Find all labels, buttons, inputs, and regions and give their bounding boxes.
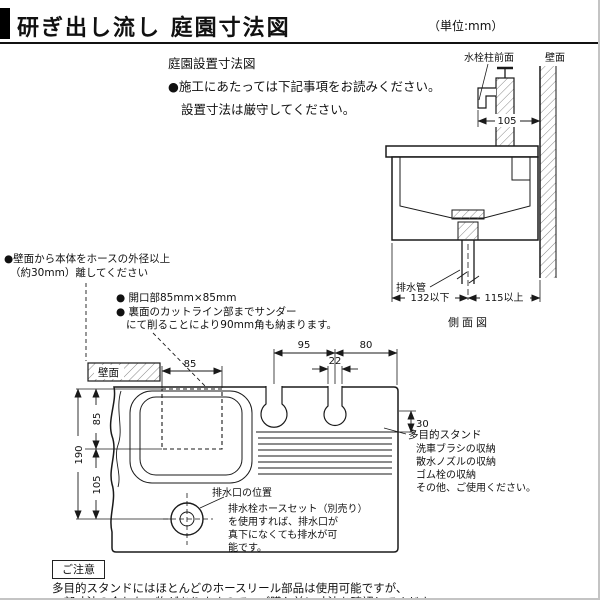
dim-190-value: 190 [74,445,85,464]
drain-pipe-label: 排水管 [396,281,426,294]
dim-22 [312,365,358,384]
dim-22-value: 22 [329,356,342,367]
opening-note-2: ● 裏面のカットライン部までサンダー [116,306,297,318]
side-view: 水栓柱前面 壁面 105 排水管 132以下 115以上 側面図 [385,51,565,329]
wall-section [539,66,557,278]
wall-clearance-note-1: ●壁面から本体をホースの外径以上 [4,253,171,265]
bottom-dims [391,243,541,304]
dim-105-value: 105 [497,116,516,127]
top-view: 壁面 85 95 80 22 30 85 190 105 多目的スタンド 洗車ブ… [71,283,536,554]
stand-slot-small [323,386,347,427]
caution-line-1: 多目的スタンドにはほとんどのホースリール部品は使用可能ですが、 [52,581,408,595]
dim-105-side-value: 105 [92,475,103,494]
wall-bar [87,362,161,382]
drain-position-label: 排水口の位置 [212,486,272,499]
leader-lines [85,283,407,509]
opening-note-3: にて削ることにより90mm角も納まります。 [126,319,338,331]
drain-note-2: を使用すれば、排水口が [228,515,338,528]
side-view-labels: 水栓柱前面 壁面 105 排水管 132以下 115以上 側面図 [396,51,565,329]
faucet-front-label: 水栓柱前面 [464,51,514,64]
title-accent-bar [0,8,10,39]
basin-contours [129,390,253,484]
intro-line-1: ●施工にあたっては下記事項をお読みください。 [168,79,441,94]
drain-pipe-lines [456,240,480,300]
dim-115-value: 115以上 [484,292,523,304]
dim-opening-value: 85 [184,359,197,370]
opening-note-1: ● 開口部85mm×85mm [116,292,237,304]
stand-note-2: 散水ノズルの収納 [416,455,496,468]
sink-cross-section [385,145,539,241]
caution-badge: ご注意 [52,560,105,579]
stand-note-4: その他、ご使用ください。 [416,481,536,494]
stand-note-3: ゴム栓の収納 [416,468,476,481]
stand-slot-large [260,386,288,428]
dim-95-80 [273,349,398,385]
drain-note-1: 排水栓ホースセット（別売り） [228,502,368,515]
opening-cutline [161,388,223,450]
header-rule [0,42,598,44]
drain-note-3: 真下になくても排水が可 [228,528,337,541]
intro-line-2: 設置寸法は厳守してください。 [181,102,356,117]
caution-line-2: 一部寸法の合わない物がありますので、ご購入前に寸法を確認してください。 [52,594,453,598]
stand-label: 多目的スタンド [408,428,482,441]
wall-label-side: 壁面 [545,51,565,64]
dim-opening-85 [161,366,223,388]
dim-faucet-105 [477,110,541,127]
dim-132-value: 132以下 [410,293,449,304]
drain-note-4: 能です。 [228,541,267,554]
stand-slots [260,386,347,428]
unit-note: （単位:mm） [428,19,504,33]
wall-clearance-note-2: （約30mm）離してください [10,267,149,279]
section-heading: 庭園設置寸法図 [168,56,256,71]
dims-left-vertical [71,388,171,520]
drain-outlet [163,493,213,545]
basin-edge-contour [116,390,122,488]
sink-outline [109,386,399,553]
dim-30 [399,410,416,433]
drainboard-ridges [258,437,392,475]
dim-30-value: 30 [416,419,429,430]
wall-label-top: 壁面 [98,366,119,379]
top-view-labels: 壁面 85 95 80 22 30 85 190 105 多目的スタンド 洗車ブ… [74,340,536,554]
faucet [477,66,515,149]
page-title: 研ぎ出し流し 庭園寸法図 [17,16,291,41]
dim-80-value: 80 [360,340,373,351]
side-view-caption: 側面図 [448,316,490,329]
side-view-leaders [429,63,489,288]
stand-note-1: 洗車ブラシの収納 [416,442,496,455]
dim-85-side-value: 85 [92,413,103,426]
dim-95-value: 95 [298,340,311,351]
